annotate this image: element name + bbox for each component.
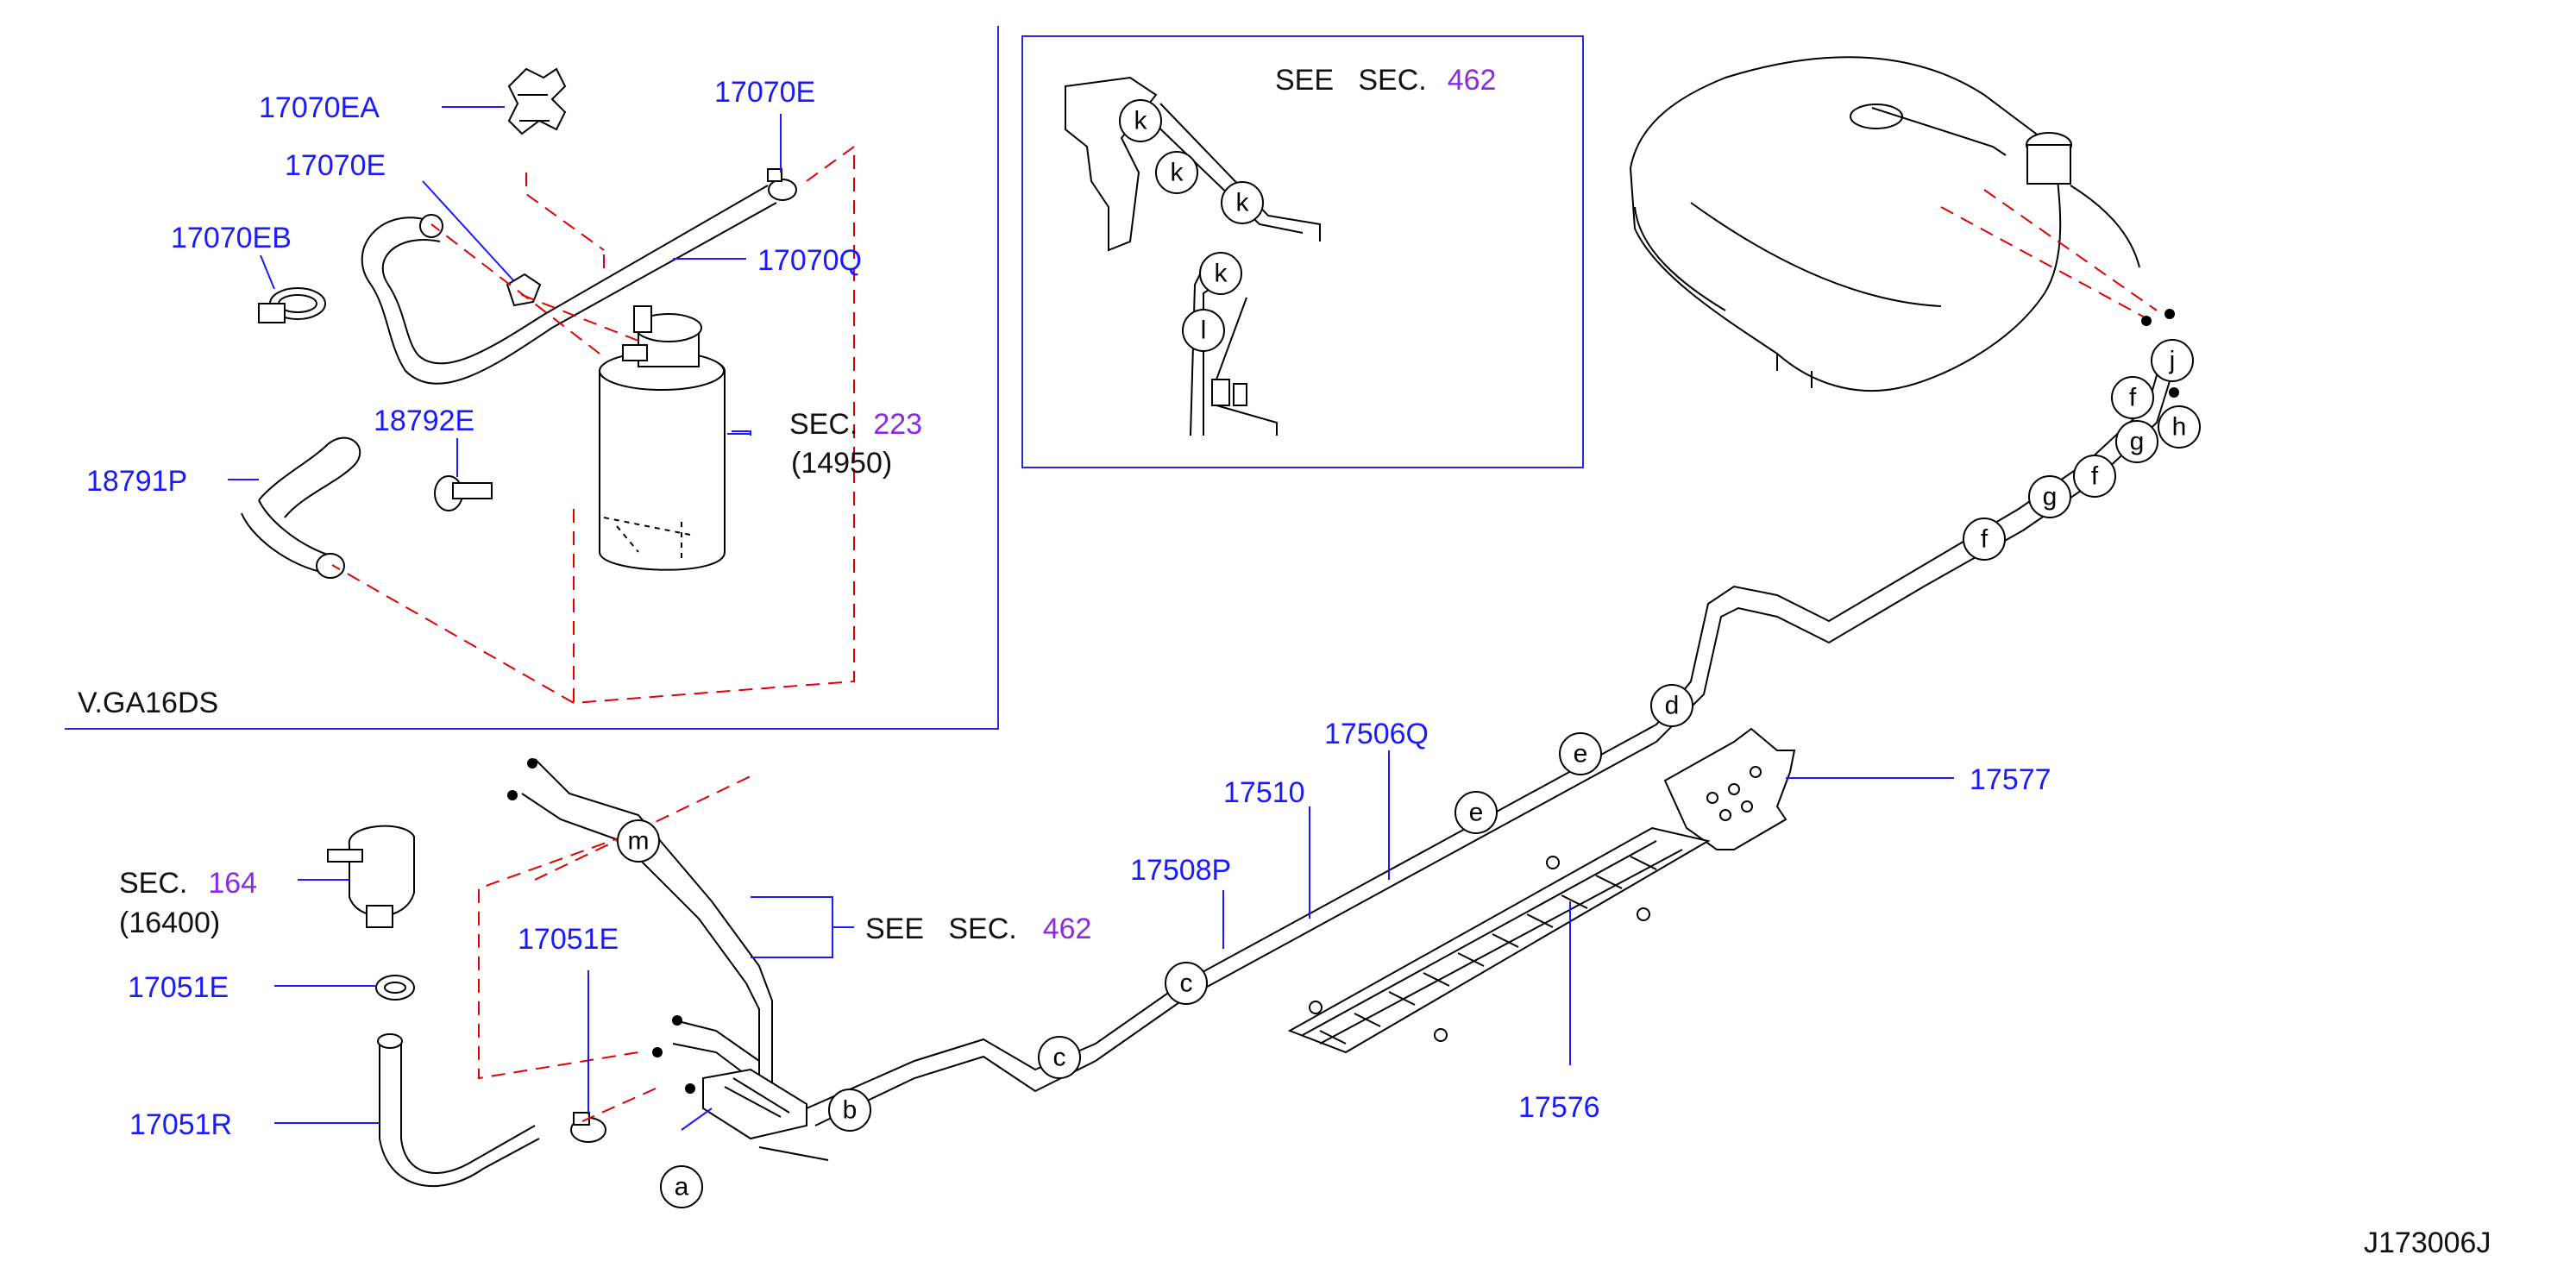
label-17051E-left: 17051E <box>128 971 229 1004</box>
callout-d: d <box>1650 684 1693 727</box>
valve-18792E <box>434 475 493 511</box>
label-18791P: 18791P <box>86 465 187 498</box>
callout-j: j <box>2151 339 2194 382</box>
svg-text:c: c <box>1053 1044 1066 1072</box>
svg-text:a: a <box>675 1173 689 1202</box>
detail-inset-box <box>1021 35 1584 468</box>
label-17051E-mid: 17051E <box>518 923 619 956</box>
callout-f3: f <box>2111 376 2154 419</box>
svg-text:f: f <box>2129 384 2137 412</box>
callout-c1: c <box>1038 1036 1081 1079</box>
inset-bracket <box>1065 76 1321 436</box>
clamp-17051E-mid <box>570 1112 606 1143</box>
svg-text:e: e <box>1469 799 1484 827</box>
svg-text:k: k <box>1134 107 1148 135</box>
variant-box <box>65 26 999 730</box>
hose-17070Q <box>361 185 777 385</box>
callout-a: a <box>660 1165 703 1208</box>
callout-l: l <box>1182 309 1225 352</box>
svg-text:g: g <box>2130 428 2145 456</box>
leader-lines <box>228 106 1954 1131</box>
variant-dashed-connectors <box>331 145 855 705</box>
fuel-tank <box>1629 56 2140 392</box>
callout-k1: k <box>1119 99 1162 142</box>
svg-text:f: f <box>1981 525 1989 554</box>
canister-14950 <box>599 305 726 571</box>
label-17508P: 17508P <box>1130 854 1231 887</box>
variant-label: V.GA16DS <box>78 687 218 719</box>
tank-dashed-connectors <box>1940 189 2158 320</box>
svg-text:k: k <box>1215 260 1228 288</box>
connection-dots <box>507 309 2179 1094</box>
label-17510: 17510 <box>1223 776 1305 809</box>
svg-text:c: c <box>1180 969 1193 998</box>
sec-164-ref: SEC.164 <box>119 867 257 900</box>
hose-17051R <box>377 1033 540 1188</box>
callout-b: b <box>828 1089 871 1132</box>
callout-g1: g <box>2028 475 2071 518</box>
callout-k3: k <box>1221 181 1264 224</box>
label-17070E-mid: 17070E <box>285 149 386 182</box>
svg-text:g: g <box>2043 483 2058 511</box>
clamp-17070E-mid <box>506 273 542 307</box>
protector-17577 <box>1663 727 1796 850</box>
callout-m: m <box>617 819 660 863</box>
label-17506Q: 17506Q <box>1324 718 1429 750</box>
clip-17070EA <box>507 67 567 135</box>
svg-text:l: l <box>1201 317 1207 345</box>
svg-text:k: k <box>1171 159 1184 187</box>
svg-text:k: k <box>1236 189 1250 217</box>
callout-h: h <box>2158 405 2201 449</box>
callout-f2: f <box>2073 455 2116 498</box>
label-17577: 17577 <box>1970 763 2051 796</box>
hose-18791P <box>241 436 361 579</box>
diagram-code: J173006J <box>2364 1227 2491 1259</box>
label-17051R: 17051R <box>129 1108 232 1141</box>
circle-callouts: a b c c e e d f g f g h f j m k k k k l <box>617 99 2201 1208</box>
sec-223-part: (14950) <box>791 447 892 480</box>
callout-c2: c <box>1165 962 1208 1005</box>
fuel-filter-16400 <box>327 825 415 928</box>
protector-17576 <box>1287 826 1711 1054</box>
section-references: SEC.223 (14950) SEC.164 (16400) SEE SEC.… <box>119 64 1496 945</box>
svg-text:d: d <box>1665 692 1680 720</box>
label-17070Q: 17070Q <box>757 244 862 277</box>
svg-text:e: e <box>1574 740 1588 769</box>
callout-k2: k <box>1155 151 1198 194</box>
callout-e1: e <box>1454 791 1498 834</box>
sec-164-part: (16400) <box>119 907 220 939</box>
clamp-17051E-left <box>375 975 415 1001</box>
see-sec-462-top: SEE SEC.462 <box>1275 64 1496 97</box>
svg-text:f: f <box>2091 462 2099 491</box>
label-17070EA: 17070EA <box>259 91 380 124</box>
main-pipe-assembly <box>521 344 2179 1161</box>
label-17070EB: 17070EB <box>171 222 292 254</box>
part-number-labels: 17070EA 17070E 17070E 17070EB 17070Q 187… <box>86 76 2051 1141</box>
svg-text:j: j <box>2169 347 2176 375</box>
svg-text:m: m <box>628 827 650 856</box>
label-17070E-top: 17070E <box>714 76 815 109</box>
svg-text:b: b <box>843 1096 858 1125</box>
sec-223-ref: SEC.223 <box>789 408 922 441</box>
clamp-17070E-top <box>767 168 797 201</box>
label-17576: 17576 <box>1518 1091 1600 1124</box>
callout-e2: e <box>1559 732 1602 775</box>
see-sec-462-bottom: SEE SEC.462 <box>865 913 1091 945</box>
callout-f1: f <box>1963 518 2006 561</box>
callout-g2: g <box>2115 420 2158 463</box>
svg-text:h: h <box>2172 413 2187 442</box>
label-18792E: 18792E <box>374 405 474 437</box>
clamp-17070EB <box>258 287 326 323</box>
callout-k4: k <box>1199 252 1242 295</box>
